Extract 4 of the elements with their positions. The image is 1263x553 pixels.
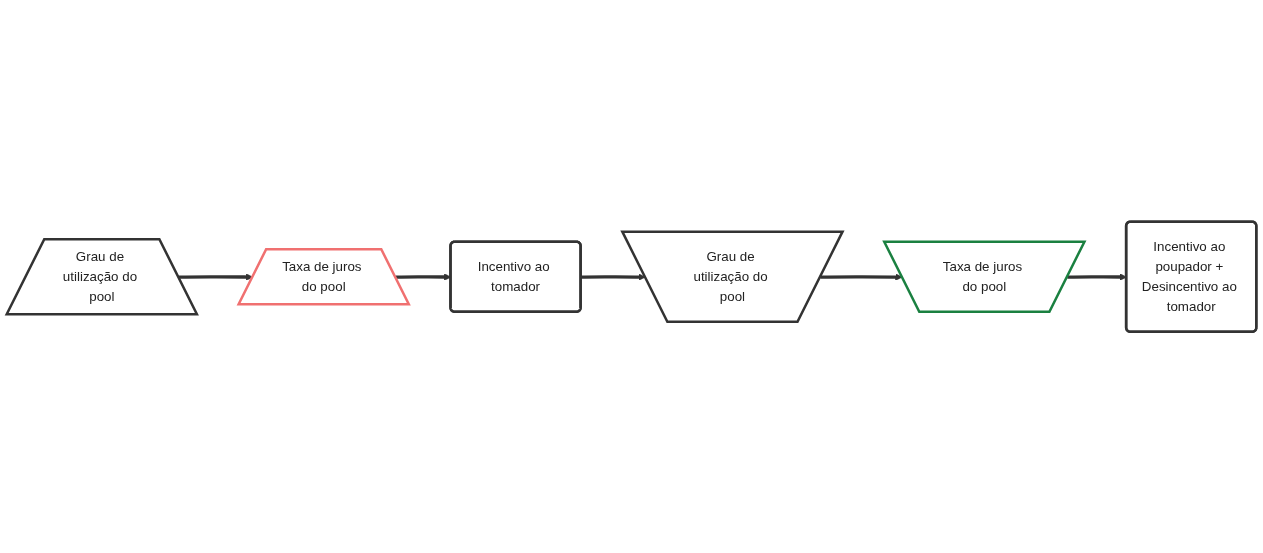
arrow (178, 273, 254, 281)
arrow (1067, 273, 1127, 281)
arrow (581, 273, 646, 281)
arrow (820, 273, 903, 281)
